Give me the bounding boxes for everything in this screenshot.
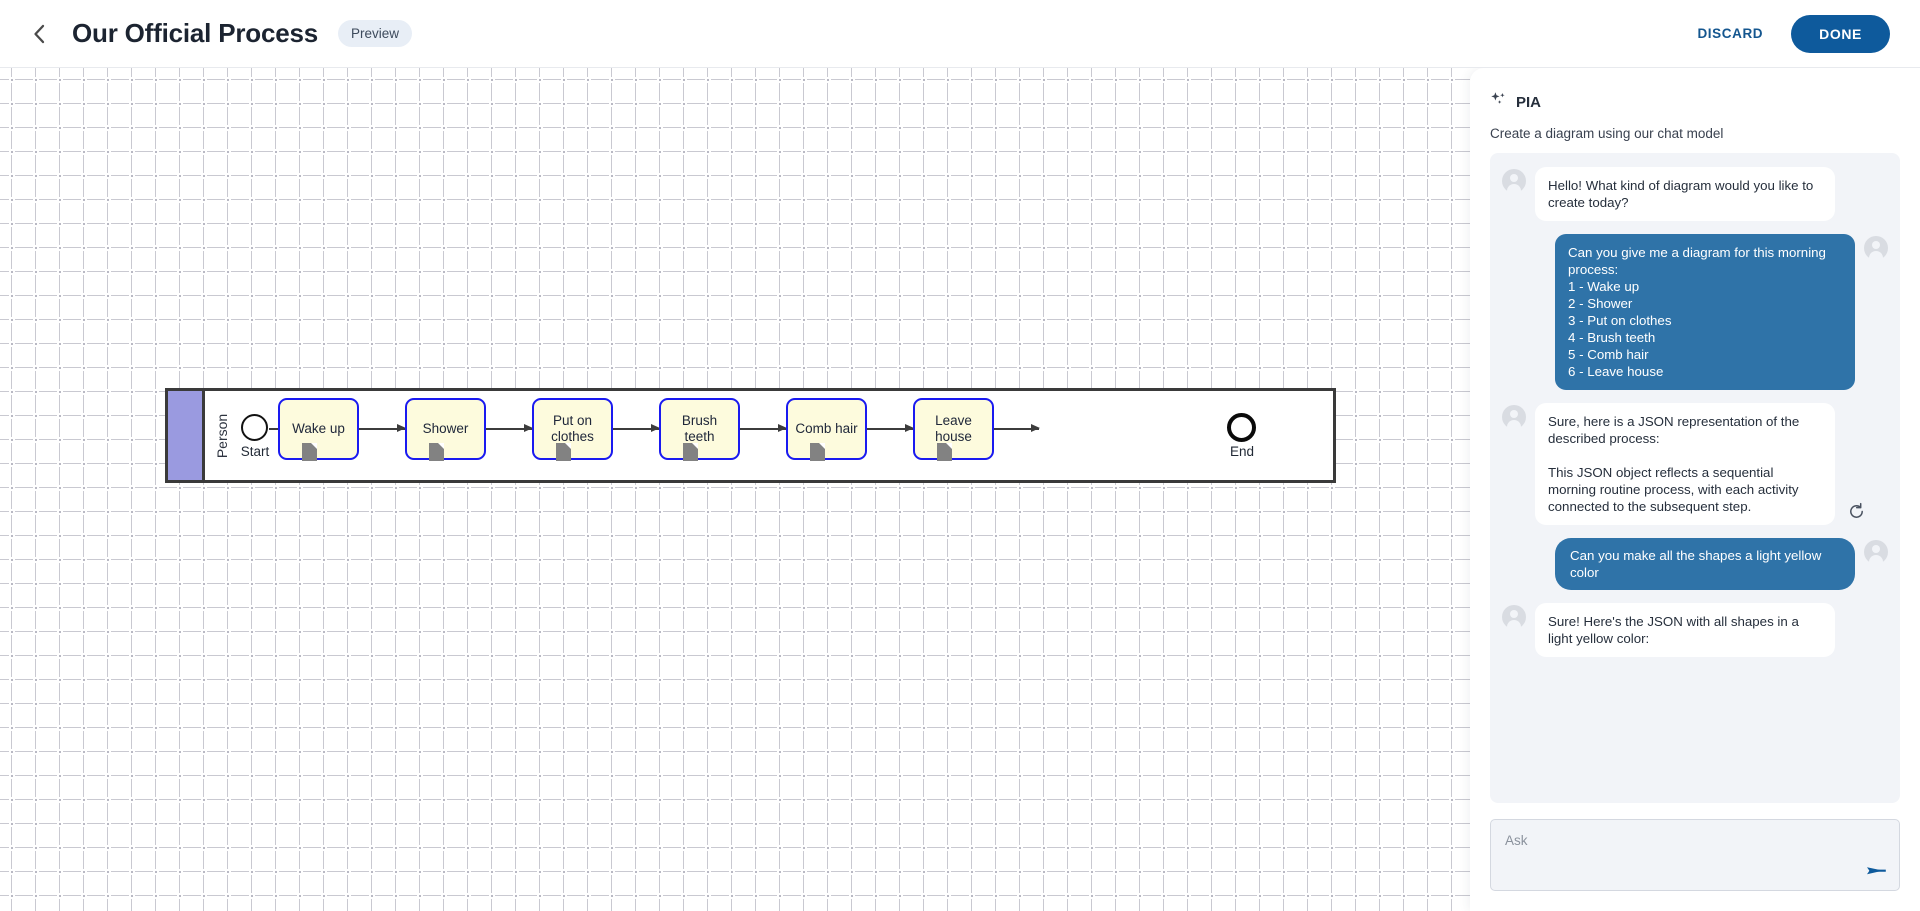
chat-title: PIA xyxy=(1516,93,1542,111)
user-avatar xyxy=(1864,540,1888,565)
sequence-flow-2[interactable] xyxy=(359,423,406,432)
task-shape[interactable]: Shower xyxy=(405,398,486,460)
end-event[interactable] xyxy=(1227,413,1256,442)
regenerate-icon[interactable] xyxy=(1847,502,1866,521)
pia-chat-panel: PIA Create a diagram using our chat mode… xyxy=(1470,68,1920,911)
bot-avatar xyxy=(1502,169,1526,193)
chevron-left-icon xyxy=(31,23,47,45)
preview-badge[interactable]: Preview xyxy=(337,20,412,47)
chat-subtitle: Create a diagram using our chat model xyxy=(1490,126,1724,141)
send-icon xyxy=(1866,867,1887,882)
task-label: Comb hair xyxy=(795,421,858,437)
end-event-label: End xyxy=(1229,444,1255,459)
task-label: Put on clothes xyxy=(551,413,594,444)
chat-message-row: Sure! Here's the JSON with all shapes in… xyxy=(1502,603,1888,658)
chat-message-row: Can you give me a diagram for this morni… xyxy=(1502,234,1888,391)
bot-avatar xyxy=(1502,405,1526,430)
top-bar: Our Official Process Preview DISCARD DON… xyxy=(0,0,1920,68)
user-message: Can you give me a diagram for this morni… xyxy=(1555,234,1855,391)
chat-input-area xyxy=(1490,803,1900,911)
lane-header[interactable] xyxy=(168,391,205,480)
task-shape[interactable]: Put on clothes xyxy=(532,398,613,460)
top-bar-actions: DISCARD DONE xyxy=(1693,14,1890,53)
document-icon[interactable] xyxy=(683,443,698,461)
bot-avatar xyxy=(1502,605,1526,630)
document-icon[interactable] xyxy=(429,443,444,461)
sequence-flow-5[interactable] xyxy=(740,423,787,432)
task-label: Leave house xyxy=(935,413,972,444)
task-shape[interactable]: Leave house xyxy=(913,398,994,460)
task-label: Shower xyxy=(422,421,469,437)
document-icon[interactable] xyxy=(810,443,825,461)
bot-message: Hello! What kind of diagram would you li… xyxy=(1535,167,1835,222)
chat-input-box[interactable] xyxy=(1490,819,1900,891)
chat-message-row: Sure, here is a JSON representation of t… xyxy=(1502,403,1888,526)
task-label: Brush teeth xyxy=(681,413,718,444)
document-icon[interactable] xyxy=(556,443,571,461)
task-shape[interactable]: Comb hair xyxy=(786,398,867,460)
back-button[interactable] xyxy=(22,17,56,51)
chat-message-list[interactable]: Hello! What kind of diagram would you li… xyxy=(1490,153,1900,803)
task-shape[interactable]: Wake up xyxy=(278,398,359,460)
send-button[interactable] xyxy=(1863,860,1890,882)
sequence-flow-7[interactable] xyxy=(994,423,1040,432)
done-button[interactable]: DONE xyxy=(1791,14,1890,53)
start-event[interactable] xyxy=(241,414,268,441)
bot-message: Sure, here is a JSON representation of t… xyxy=(1535,403,1863,526)
user-message: Can you make all the shapes a light yell… xyxy=(1555,538,1855,591)
document-icon[interactable] xyxy=(302,443,317,461)
bot-message: Sure! Here's the JSON with all shapes in… xyxy=(1535,603,1835,658)
sparkle-icon xyxy=(1490,91,1507,113)
sequence-flow-6[interactable] xyxy=(867,423,914,432)
page-title: Our Official Process xyxy=(72,18,318,48)
chat-header: PIA xyxy=(1490,68,1900,113)
sequence-flow-4[interactable] xyxy=(613,423,660,432)
sequence-flow-3[interactable] xyxy=(486,423,533,432)
start-event-label: Start xyxy=(240,444,270,459)
discard-button[interactable]: DISCARD xyxy=(1693,18,1767,49)
chat-message-row: Can you make all the shapes a light yell… xyxy=(1502,538,1888,591)
document-icon[interactable] xyxy=(937,443,952,461)
user-avatar xyxy=(1864,236,1888,261)
task-label: Wake up xyxy=(292,421,345,437)
chat-message-row: Hello! What kind of diagram would you li… xyxy=(1502,167,1888,222)
chat-input[interactable] xyxy=(1491,820,1899,890)
task-shape[interactable]: Brush teeth xyxy=(659,398,740,460)
